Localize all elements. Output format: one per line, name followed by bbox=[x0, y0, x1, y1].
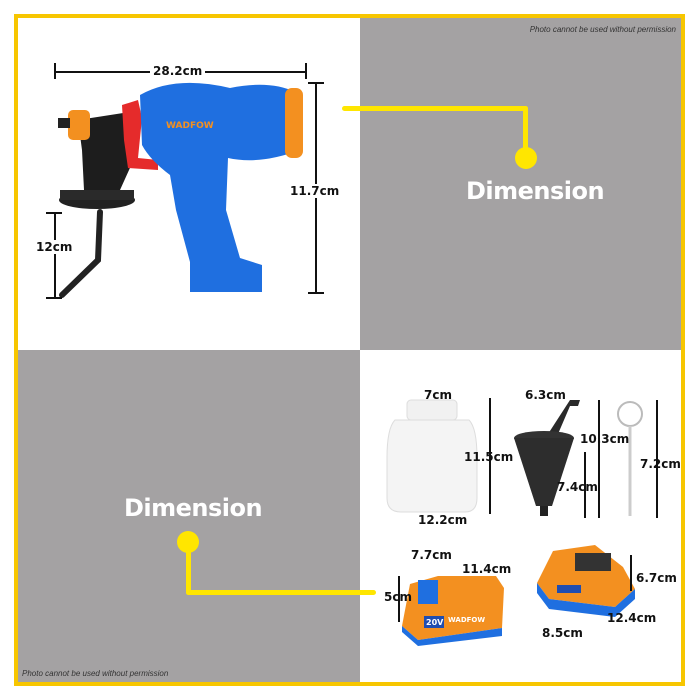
battery-height-label: 5cm bbox=[384, 590, 412, 604]
dimension-tick bbox=[46, 297, 62, 299]
dimension-line bbox=[630, 555, 632, 591]
dimension-line bbox=[489, 398, 491, 514]
dimension-panel-bottom bbox=[18, 350, 360, 682]
dimension-tick bbox=[305, 63, 307, 79]
gun-height-label: 11.7cm bbox=[288, 184, 342, 198]
dimension-tick bbox=[308, 82, 324, 84]
dimension-title-top: Dimension bbox=[466, 177, 605, 205]
connector-line bbox=[342, 106, 528, 111]
charger-length-label: 12.4cm bbox=[607, 611, 657, 625]
battery-length-label: 11.4cm bbox=[462, 562, 512, 576]
dimension-line bbox=[598, 400, 600, 518]
battery-brand: WADFOW bbox=[448, 616, 485, 624]
dimension-panel-top bbox=[360, 18, 682, 350]
intake-height-label: 12cm bbox=[36, 240, 73, 254]
charger-image bbox=[537, 545, 635, 617]
dimension-line bbox=[398, 576, 400, 622]
battery-voltage: 20V bbox=[426, 618, 444, 627]
gun-width-label: 28.2cm bbox=[150, 64, 206, 78]
dimension-tick bbox=[54, 63, 56, 79]
dimension-line bbox=[54, 212, 56, 298]
battery-depth-label: 7.7cm bbox=[411, 548, 452, 562]
charger-height-label: 6.7cm bbox=[636, 571, 677, 585]
funnel-total-height-label: 10.3cm bbox=[580, 432, 630, 446]
dimension-tick bbox=[308, 292, 324, 294]
dimension-line bbox=[656, 400, 658, 518]
connector-line bbox=[186, 545, 191, 595]
container-bottom-width-label: 12.2cm bbox=[418, 513, 468, 527]
funnel-image bbox=[514, 400, 580, 516]
connector-line bbox=[523, 106, 528, 156]
permission-notice-top: Photo cannot be used without permission bbox=[529, 25, 676, 34]
stirrer-image bbox=[617, 401, 643, 516]
paint-container-image bbox=[386, 399, 478, 513]
battery-image: 20V WADFOW bbox=[402, 576, 504, 646]
dimension-title-bottom: Dimension bbox=[124, 494, 263, 522]
funnel-width-label: 6.3cm bbox=[525, 388, 566, 402]
connector-dot-icon bbox=[515, 147, 537, 169]
funnel-cup-height-label: 7.4cm bbox=[557, 480, 598, 494]
container-height-label: 11.5cm bbox=[464, 450, 513, 464]
dimension-line bbox=[584, 452, 586, 518]
spray-gun-image: WADFOW bbox=[58, 82, 303, 298]
dimension-tick bbox=[46, 212, 62, 214]
container-top-width-label: 7cm bbox=[424, 388, 452, 402]
brand-logo: WADFOW bbox=[166, 121, 214, 131]
charger-width-label: 8.5cm bbox=[542, 626, 583, 640]
stirrer-height-label: 7.2cm bbox=[640, 457, 681, 471]
yellow-frame bbox=[14, 14, 685, 686]
connector-line bbox=[186, 590, 376, 595]
permission-notice-bottom: Photo cannot be used without permission bbox=[22, 669, 169, 678]
connector-dot-icon bbox=[177, 531, 199, 553]
